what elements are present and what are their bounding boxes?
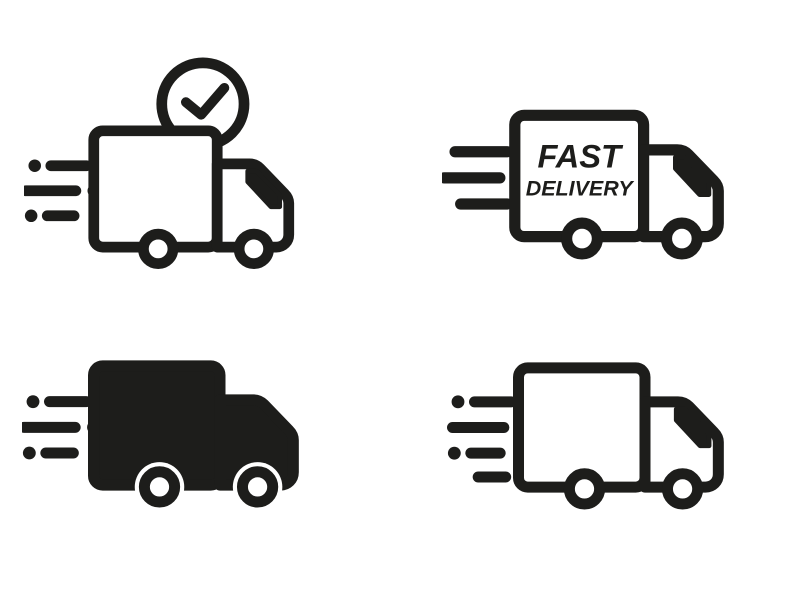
rear-wheel — [561, 217, 604, 260]
rear-wheel — [563, 468, 606, 510]
speed-lines — [442, 145, 513, 210]
icon-cell-top-right: FAST DELIVERY — [400, 0, 800, 300]
truck-cab — [214, 394, 299, 491]
front-wheel — [660, 217, 703, 260]
front-wheel — [236, 466, 279, 508]
fast-text: FAST — [537, 137, 624, 174]
rear-wheel — [138, 228, 179, 269]
truck-fast-delivery-icon: FAST DELIVERY — [442, 109, 724, 260]
clock-hands — [180, 82, 230, 120]
truck-clock-icon — [24, 57, 295, 269]
icon-cell-bottom-right — [400, 300, 800, 600]
cab-window — [673, 407, 712, 449]
speed-lines — [447, 396, 517, 483]
front-wheel — [661, 468, 704, 510]
truck-body — [24, 125, 295, 269]
cab-window — [672, 154, 712, 197]
cab-window — [245, 168, 283, 209]
icon-cell-bottom-left — [0, 300, 400, 600]
front-wheel — [233, 228, 274, 269]
delivery-text: DELIVERY — [526, 176, 635, 200]
rear-wheel — [138, 466, 181, 508]
speed-lines — [22, 396, 92, 459]
truck-outline-icon — [447, 362, 724, 510]
icon-cell-top-left — [0, 0, 400, 300]
speed-lines — [24, 160, 92, 221]
truck-solid-icon — [22, 360, 299, 512]
speed-dots — [447, 395, 465, 460]
